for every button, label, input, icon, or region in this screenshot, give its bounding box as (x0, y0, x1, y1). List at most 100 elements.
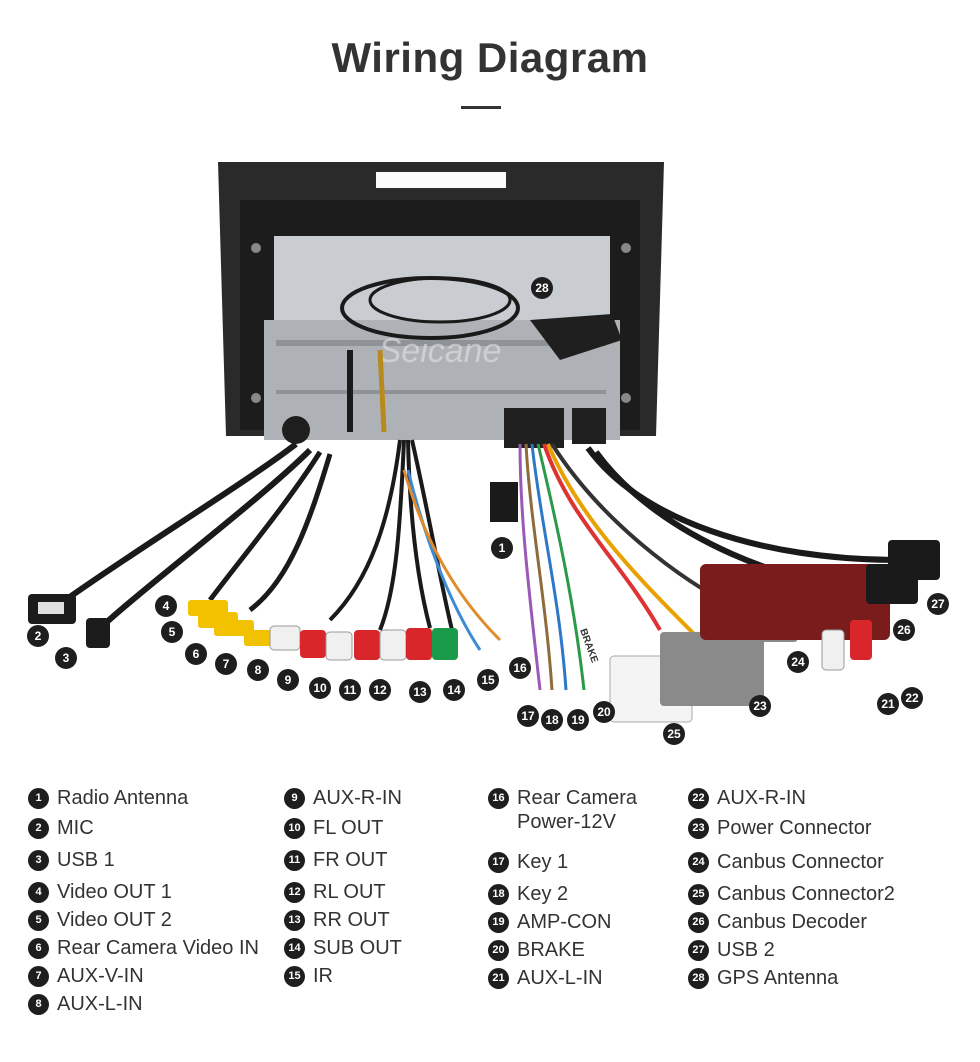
callout-number: 9 (285, 673, 292, 687)
callout-7: 7 (215, 653, 237, 675)
legend-label: Rear Camera Video IN (57, 937, 259, 959)
callout-number: 22 (905, 691, 919, 705)
callout-17: 17 (517, 705, 539, 727)
mic-plug (86, 618, 110, 648)
callout-number: 12 (373, 683, 387, 697)
legend-number: 11 (284, 850, 305, 871)
legend-number: 14 (284, 938, 305, 959)
callout-number: 24 (791, 655, 805, 669)
legend-label: AUX-R-IN (717, 787, 806, 809)
legend-number: 7 (28, 966, 49, 987)
page-title: Wiring Diagram (331, 34, 649, 81)
callout-number: 28 (535, 281, 549, 295)
callout-number: 8 (255, 663, 262, 677)
legend-number: 17 (488, 852, 509, 873)
callout-badge (215, 653, 237, 675)
callout-badge (509, 657, 531, 679)
legend-item-19: 19 AMP-CON (488, 910, 611, 934)
legend-number: 22 (688, 788, 709, 809)
legend-number: 2 (28, 818, 49, 839)
callout-13: 13 (409, 681, 431, 703)
callout-number: 15 (481, 673, 495, 687)
legend-label: Canbus Connector (717, 851, 884, 873)
legend-number: 26 (688, 912, 709, 933)
callout-8: 8 (247, 659, 269, 681)
callout-badge (55, 647, 77, 669)
callout-11: 11 (339, 679, 361, 701)
callout-number: 25 (667, 727, 681, 741)
legend-label: Canbus Decoder (717, 911, 868, 933)
callout-16: 16 (509, 657, 531, 679)
callout-20: 20 (593, 701, 615, 723)
legend-number: 4 (28, 882, 49, 903)
gps-antenna (340, 276, 622, 433)
left-cable-bundle (58, 439, 502, 651)
legend-label: RL OUT (313, 881, 386, 903)
callout-number: 3 (63, 651, 70, 665)
legend-number: 8 (28, 994, 49, 1015)
callout-badge (893, 619, 915, 641)
callout-9: 9 (277, 669, 299, 691)
callout-2: 2 (27, 625, 49, 647)
legend-number: 1 (28, 788, 49, 809)
callout-badge (185, 643, 207, 665)
legend-label: AUX-V-IN (57, 965, 144, 987)
legend-number: 19 (488, 912, 509, 933)
callout-27: 27 (927, 593, 949, 615)
callout-number: 13 (413, 685, 427, 699)
legend-label: AMP-CON (517, 911, 612, 933)
callout-24: 24 (787, 651, 809, 673)
legend-number: 13 (284, 910, 305, 931)
callout-badge (339, 679, 361, 701)
callout-badge (531, 277, 553, 299)
callout-14: 14 (443, 679, 465, 701)
callout-number: 20 (597, 705, 611, 719)
power-connector (660, 632, 764, 706)
callout-23: 23 (749, 695, 771, 717)
callout-28: 28 (531, 277, 553, 299)
callout-badge (161, 621, 183, 643)
callout-badge (663, 723, 685, 745)
title-underline (461, 106, 501, 109)
legend-item-20: 20 BRAKE (488, 938, 585, 962)
legend-label: BRAKE (517, 939, 585, 961)
legend-label: Radio Antenna (57, 787, 189, 809)
legend-label: Power Connector (717, 817, 872, 839)
legend-number: 9 (284, 788, 305, 809)
callout-badge (927, 593, 949, 615)
callout-badge (901, 687, 923, 709)
legend-number: 6 (28, 938, 49, 959)
legend-item-1: 1 Radio Antenna (28, 786, 188, 810)
callout-badge (309, 677, 331, 699)
callout-badge (443, 679, 465, 701)
callout-badge (593, 701, 615, 723)
callout-12: 12 (369, 679, 391, 701)
legend-number: 10 (284, 818, 305, 839)
wiring-illustration: Seicane (27, 162, 949, 745)
callout-number: 5 (169, 625, 176, 639)
legend-number: 20 (488, 940, 509, 961)
legend-number: 25 (688, 884, 709, 905)
callout-badge (877, 693, 899, 715)
callout-badge (409, 681, 431, 703)
callout-badge (787, 651, 809, 673)
usb-1-port (38, 602, 64, 614)
callout-number: 4 (163, 599, 170, 613)
legend-number: 28 (688, 968, 709, 989)
callout-badge (247, 659, 269, 681)
callout-19: 19 (567, 709, 589, 731)
callout-4: 4 (155, 595, 177, 617)
